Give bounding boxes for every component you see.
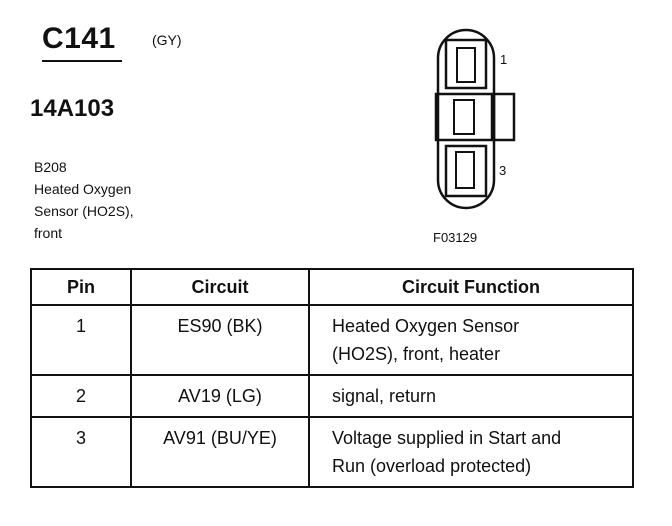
cell-function: signal, return [308,374,634,418]
description-line: B208 [34,159,67,175]
cell-function: Heated Oxygen Sensor (HO2S), front, heat… [308,304,634,376]
function-line: signal, return [332,386,437,406]
table-header-row: Pin Circuit Circuit Function [30,268,634,306]
connector-id: C141 [42,22,116,55]
pin-label-1: 1 [500,52,508,67]
pin-cavity-1 [456,47,476,83]
table-row: 2 AV19 (LG) signal, return [30,374,634,418]
pinout-table: Pin Circuit Circuit Function 1 ES90 (BK)… [30,268,634,488]
table-row: 3 AV91 (BU/YE) Voltage supplied in Start… [30,416,634,488]
connector-lock-tab [492,92,516,142]
function-line: Heated Oxygen Sensor [332,316,520,336]
cell-pin: 1 [30,304,132,376]
pin-cavity-2 [453,99,475,135]
connector-face-diagram [434,28,516,210]
connector-description: B208 Heated Oxygen Sensor (HO2S), front [34,156,134,244]
table-row: 1 ES90 (BK) Heated Oxygen Sensor (HO2S),… [30,304,634,376]
pin-label-3: 3 [499,163,507,178]
connector-color: (GY) [152,32,182,48]
figure-code: F03129 [433,230,478,245]
pin-cavity-1-frame [444,38,488,90]
description-line: Heated Oxygen [34,181,132,197]
function-line: (HO2S), front, heater [332,344,501,364]
part-number: 14A103 [30,95,115,122]
function-line: Run (overload protected) [332,456,532,476]
pin-cavity-3 [455,151,475,189]
header-circuit: Circuit [130,268,310,306]
cell-pin: 3 [30,416,132,488]
pin-cavity-3-frame [444,144,488,198]
pin-cavity-2-frame [434,92,494,142]
description-line: front [34,225,63,241]
cell-circuit: AV91 (BU/YE) [130,416,310,488]
cell-pin: 2 [30,374,132,418]
cell-function: Voltage supplied in Start and Run (overl… [308,416,634,488]
cell-circuit: ES90 (BK) [130,304,310,376]
connector-id-underline [42,60,122,62]
function-line: Voltage supplied in Start and [332,428,562,448]
description-line: Sensor (HO2S), [34,203,134,219]
header-pin: Pin [30,268,132,306]
header-circuit-function: Circuit Function [308,268,634,306]
cell-circuit: AV19 (LG) [130,374,310,418]
